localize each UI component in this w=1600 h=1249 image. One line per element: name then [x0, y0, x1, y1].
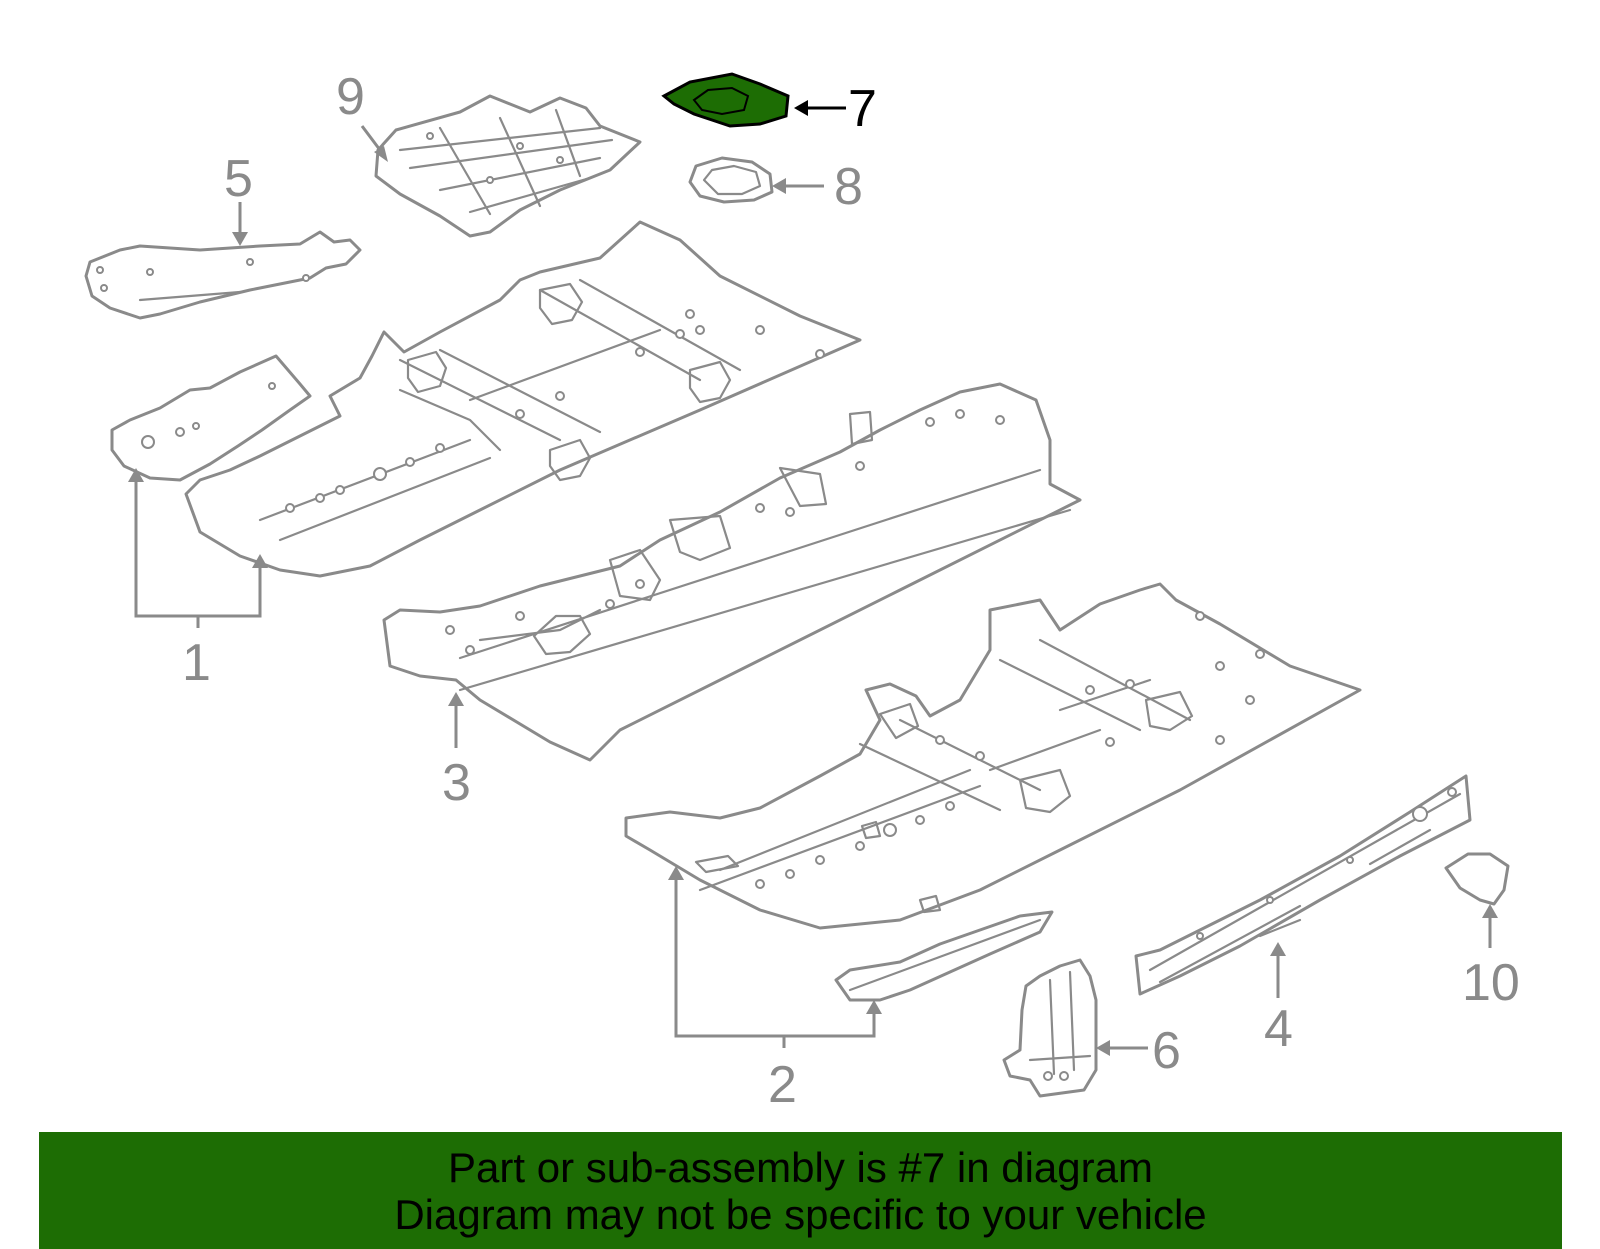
banner-line-disclaimer: Diagram may not be specific to your vehi… [394, 1191, 1207, 1238]
callout-2: 2 [768, 1056, 797, 1114]
part-7-highlighted-pad[interactable] [661, 72, 790, 128]
callout-6: 6 [1152, 1022, 1181, 1080]
part-1-front-floor-pan[interactable] [110, 220, 862, 578]
callout-4: 4 [1264, 1000, 1293, 1058]
callout-7: 7 [848, 80, 877, 138]
part-9-floor-cover[interactable] [374, 94, 642, 238]
callout-1: 1 [182, 634, 211, 692]
callout-3: 3 [442, 754, 471, 812]
part-10-cap[interactable] [1444, 852, 1510, 906]
part-8-ring-insulator[interactable] [688, 156, 774, 204]
callout-5: 5 [224, 150, 253, 208]
callout-10: 10 [1462, 954, 1520, 1012]
parts-diagram: 9 7 8 5 1 3 2 4 10 6 [84, 68, 1520, 1114]
part-4-side-rail[interactable] [1134, 774, 1472, 996]
part-6-bracket[interactable] [1002, 958, 1098, 1098]
part-2-rear-floor-pan[interactable] [624, 582, 1362, 1002]
callout-leaders [128, 100, 1498, 1056]
part-5-reinforcement-plate[interactable] [84, 230, 362, 320]
banner-line-part: Part or sub-assembly is #7 in diagram [448, 1144, 1153, 1191]
info-banner: Part or sub-assembly is #7 in diagram Di… [39, 1132, 1562, 1249]
callout-9: 9 [336, 68, 365, 126]
callout-8: 8 [834, 158, 863, 216]
part-3-center-floor[interactable] [382, 382, 1082, 762]
